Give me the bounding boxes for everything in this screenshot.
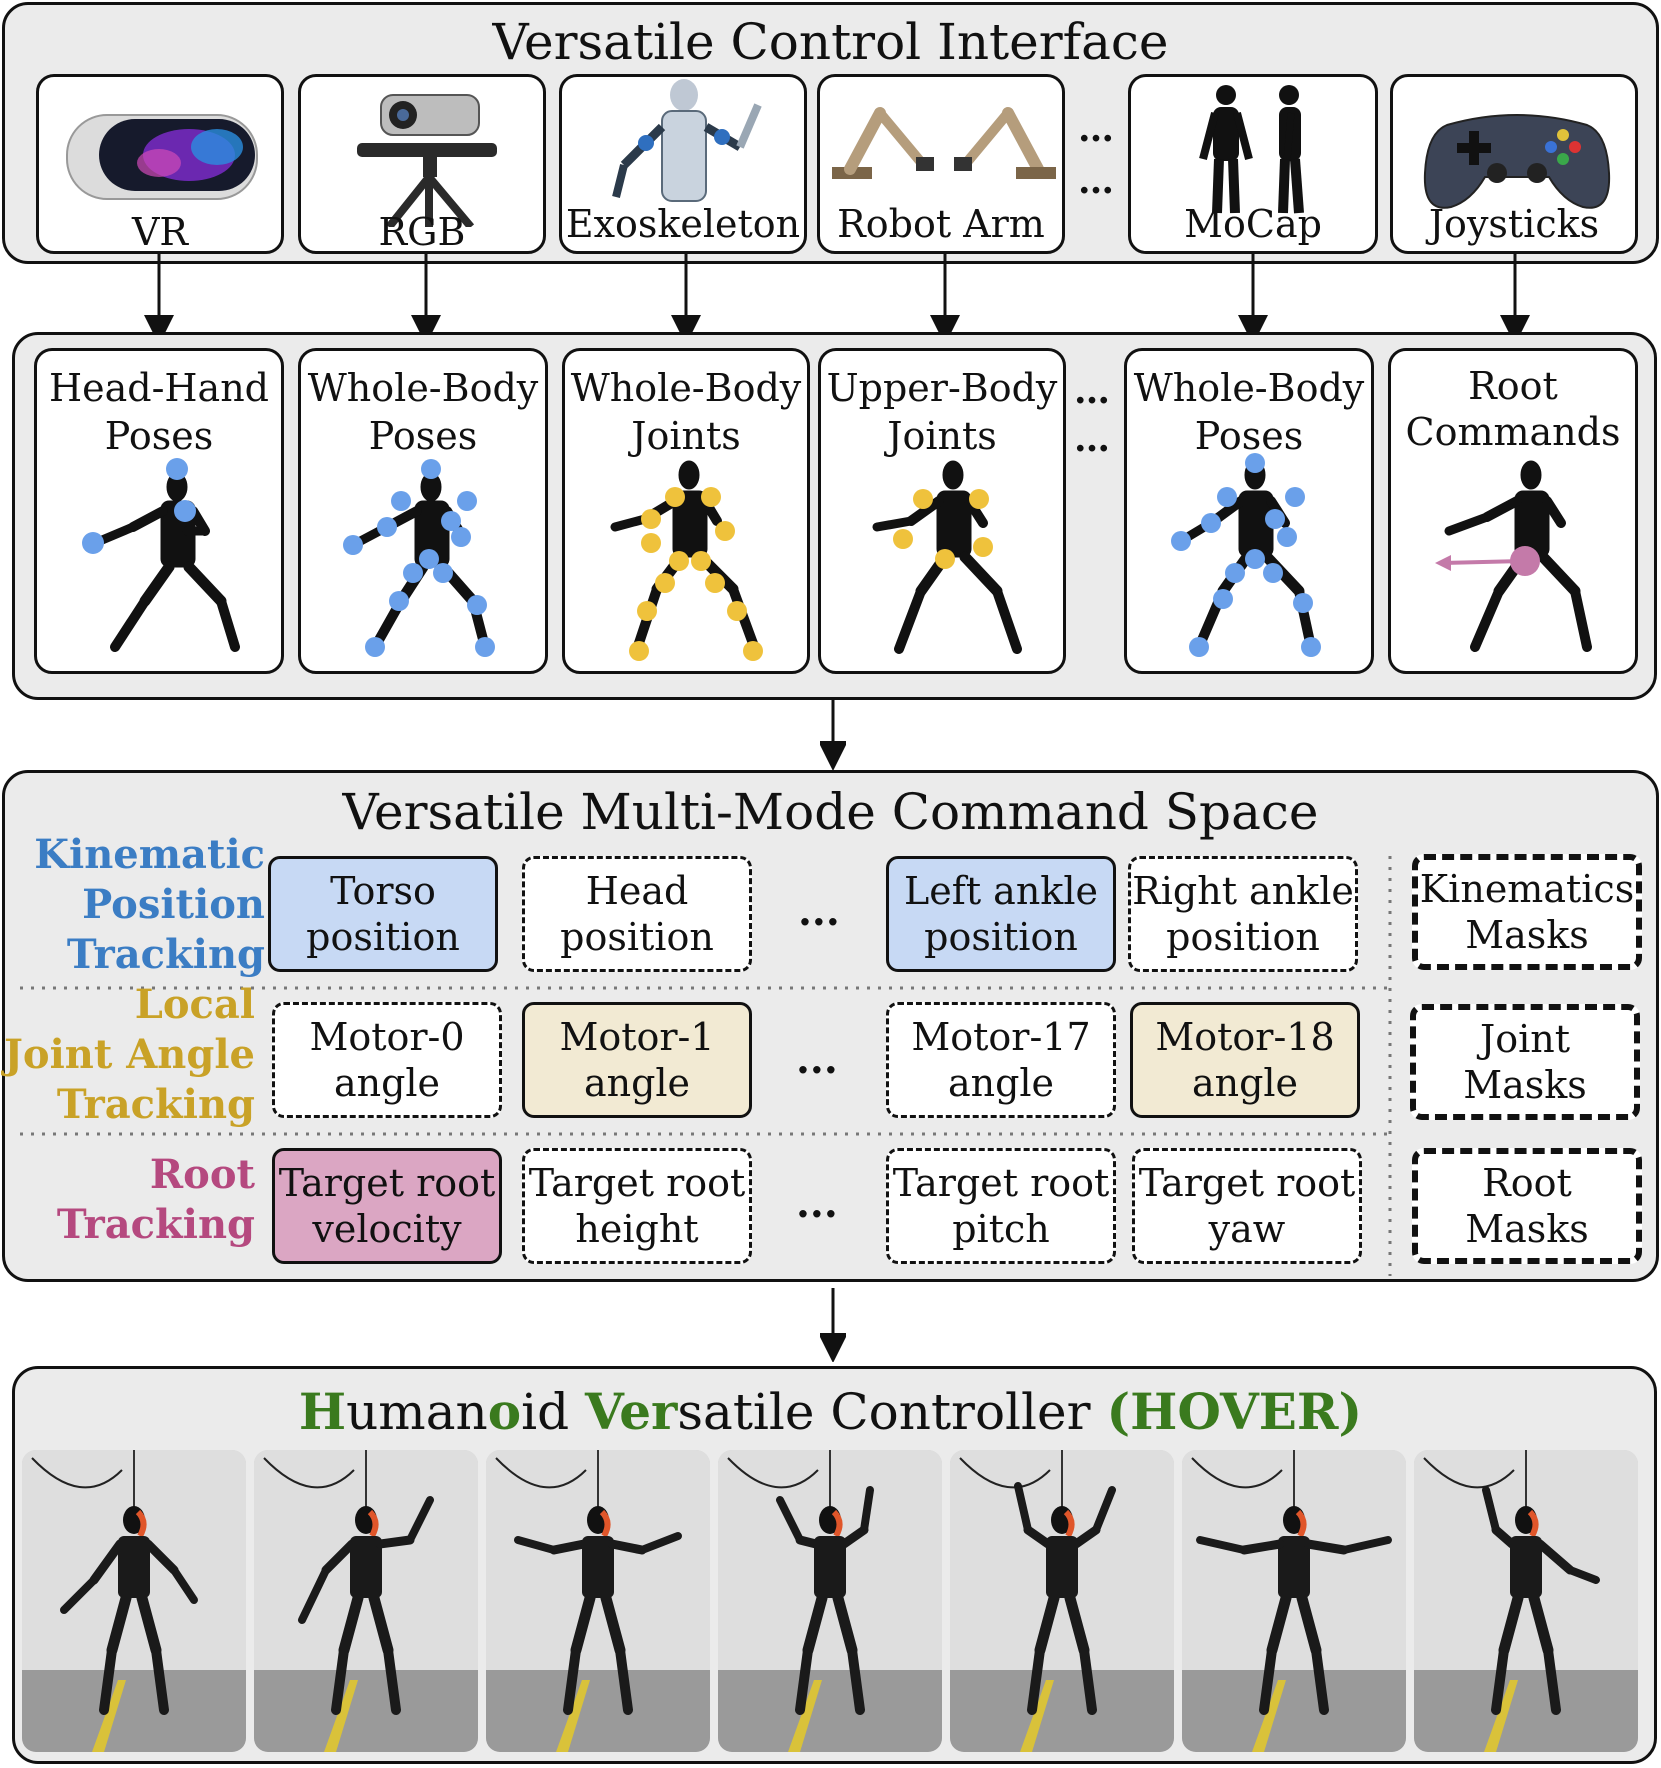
hover-title-part: id [521,1383,586,1441]
device-card-rgb: RGB [298,74,546,254]
mode-card-upper-body-joints: Upper-Body Joints [818,348,1066,674]
humanoid-robot-icon [82,458,240,652]
row-separators [20,856,1392,1276]
robot-photo [22,1450,246,1752]
cmd-motor-17-angle: Motor-17 angle [886,1002,1116,1118]
vr-headset-icon [66,114,258,200]
mode-label-line2: Commands [1405,410,1621,454]
mode-label-line1: Root [1468,364,1558,408]
humanoid-robot-icon [343,459,495,657]
cmd-torso-position: Torso position [268,856,498,972]
mode-label-line1: Whole-Body [307,366,539,410]
hover-title-part: H [298,1382,347,1441]
row-label-root: Root Tracking [56,1151,255,1248]
robot-photo [718,1450,942,1752]
kinematics-masks: Kinematics Masks [1412,854,1642,970]
cmd-left-ankle-position: Left ankle position [886,856,1116,972]
mode-label-line2: Poses [368,414,478,458]
device-card-mocap: MoCap [1128,74,1378,254]
row-label-joint: Local Joint Angle Tracking [3,981,255,1128]
device-card-exoskeleton: Exoskeleton [559,74,807,254]
cmd-ellipsis: ... [798,888,840,935]
cmd-motor-1-angle: Motor-1 angle [522,1002,752,1118]
mode-card-whole-body-poses: Whole-Body Poses [298,348,548,674]
robot-photo [1182,1450,1406,1752]
hover-title-part: Ver [585,1382,678,1441]
mode-card-head-hand: Head-Hand Poses [34,348,284,674]
arrows-device-to-mode [144,254,1530,345]
robot-photo [1414,1450,1638,1752]
cmd-head-position: Head position [522,856,752,972]
cmd-target-root-yaw: Target root yaw [1132,1148,1362,1264]
cmd-motor-18-angle: Motor-18 angle [1130,1002,1360,1118]
device-label: Exoskeleton [565,202,801,246]
humanoid-robot-icon [610,460,763,661]
mode-card-whole-body-poses-2: Whole-Body Poses [1124,348,1374,674]
device-label: Joysticks [1428,202,1600,246]
device-card-robot-arm: Robot Arm [817,74,1065,254]
device-ellipsis-top: … [1078,108,1116,150]
device-label: VR [131,210,189,254]
robot-photo [486,1450,710,1752]
mode-label-line2: Joints [631,414,741,458]
device-card-joysticks: Joysticks [1390,74,1638,254]
hover-title: Humanoid Versatile Controller (HOVER) [0,1382,1661,1441]
cmd-right-ankle-position: Right ankle position [1128,856,1358,972]
mode-label-line1: Whole-Body [570,366,802,410]
humanoid-robot-icon [1171,453,1321,657]
device-label: MoCap [1184,202,1322,246]
cmd-ellipsis: ... [796,1180,838,1227]
robot-photo [950,1450,1174,1752]
robot-photo [254,1450,478,1752]
mode-ellipsis-top: … [1074,370,1112,412]
mode-label-line1: Head-Hand [48,366,270,410]
device-card-vr: VR [36,74,284,254]
mode-card-root-commands: Root Commands [1388,348,1638,674]
hover-title-part: satile Controller [677,1383,1107,1441]
gamepad-icon [1423,114,1611,209]
arrow-mode-to-command [820,700,846,770]
cmd-motor-0-angle: Motor-0 angle [272,1002,502,1118]
cmd-ellipsis: ... [796,1036,838,1083]
mode-label-line1: Upper-Body [826,366,1058,410]
hover-title-part: o [487,1382,522,1441]
mode-label-line2: Poses [1194,414,1304,458]
humanoid-robot-icon [872,460,1022,654]
arrow-command-to-controller [820,1288,846,1362]
mode-label-line2: Joints [887,414,997,458]
cmd-target-root-velocity: Target root velocity [272,1148,502,1264]
mode-label-line1: Whole-Body [1133,366,1365,410]
device-label: Robot Arm [837,202,1045,246]
device-ellipsis-bottom: … [1078,160,1116,202]
mode-ellipsis-bottom: … [1074,418,1112,460]
hover-title-part: (HOVER) [1106,1382,1363,1441]
exoskeleton-icon [612,79,762,202]
cmd-target-root-pitch: Target root pitch [886,1148,1116,1264]
command-space-title: Versatile Multi-Mode Command Space [342,783,1319,841]
mode-label-line2: Poses [104,414,214,458]
control-interface-title: Versatile Control Interface [492,13,1169,71]
camera-on-tripod-icon [357,94,497,227]
robot-arm-icon [832,107,1056,179]
row-label-kinematic: Kinematic Position Tracking [34,831,265,978]
mode-card-whole-body-joints: Whole-Body Joints [562,348,810,674]
joint-masks: Joint Masks [1410,1004,1640,1120]
hover-title-part: uman [346,1383,488,1441]
root-masks: Root Masks [1412,1148,1642,1264]
mocap-suit-icon [1199,85,1304,214]
humanoid-robot-icon [1435,460,1592,652]
cmd-target-root-height: Target root height [522,1148,752,1264]
device-label: RGB [378,210,466,254]
